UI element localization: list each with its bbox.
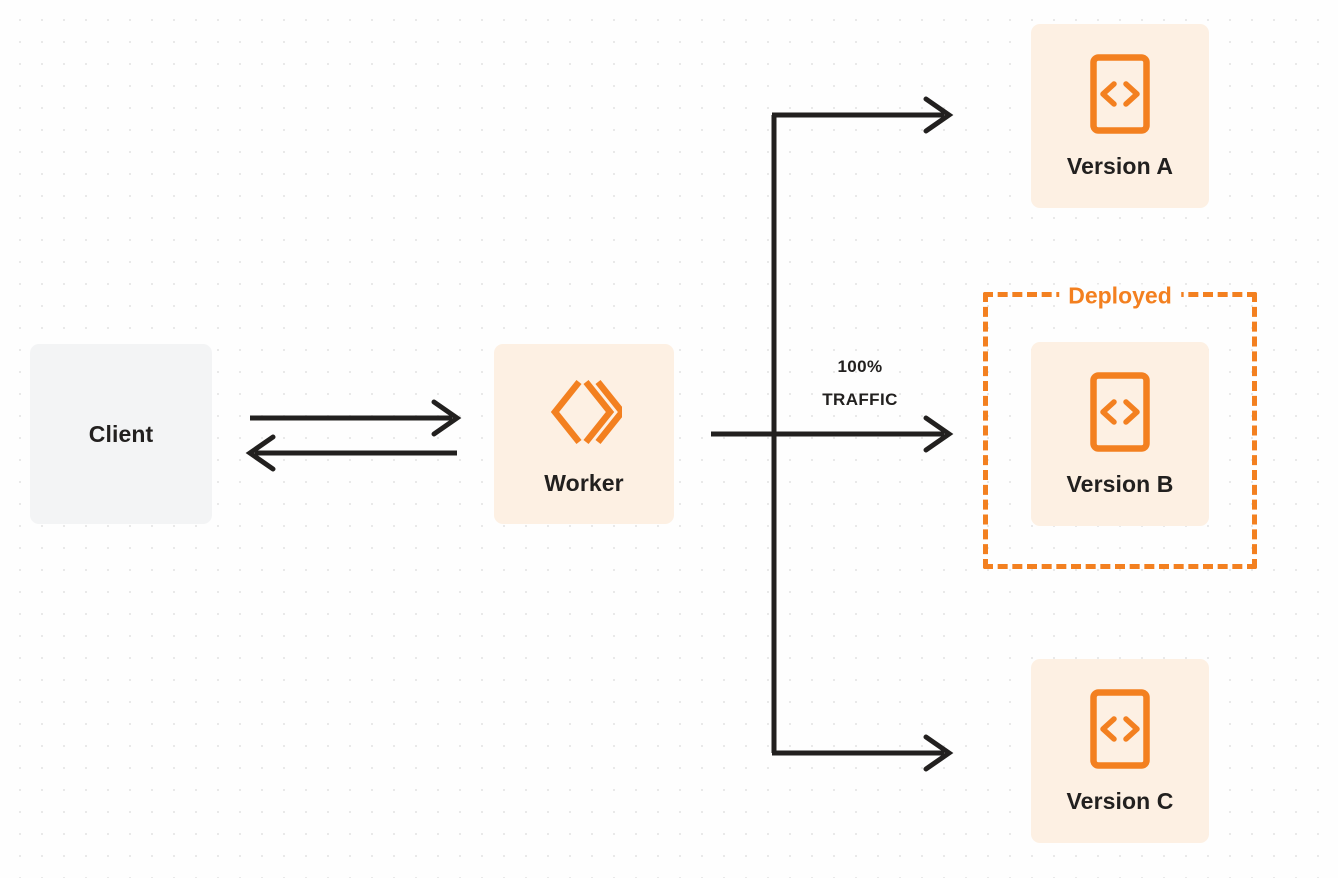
- deployed-frame-label: Deployed: [1059, 284, 1181, 308]
- code-file-icon: [1090, 689, 1150, 774]
- traffic-share-label: 100% TRAFFIC: [790, 350, 930, 416]
- arrow-client-to-worker: [250, 399, 462, 437]
- node-client-label: Client: [88, 420, 154, 447]
- node-version-b-label: Version B: [1066, 471, 1174, 497]
- code-file-icon: [1090, 372, 1150, 457]
- arrow-worker-to-version-b: [711, 415, 954, 453]
- node-worker[interactable]: Worker: [494, 344, 674, 524]
- node-version-c[interactable]: Version C: [1031, 659, 1209, 843]
- code-file-icon: [1090, 54, 1150, 139]
- node-client[interactable]: Client: [30, 344, 212, 524]
- traffic-percent: 100%: [837, 357, 883, 376]
- node-version-c-label: Version C: [1066, 788, 1174, 814]
- arrow-worker-to-client: [245, 434, 457, 472]
- arrow-worker-to-version-a: [772, 96, 954, 134]
- cloudflare-workers-icon: [546, 374, 627, 455]
- node-version-a[interactable]: Version A: [1031, 24, 1209, 208]
- node-version-a-label: Version A: [1066, 153, 1174, 179]
- node-version-b[interactable]: Version B: [1031, 342, 1209, 526]
- deployed-frame: Deployed: [983, 284, 1257, 569]
- traffic-unit: TRAFFIC: [822, 390, 898, 410]
- node-worker-label: Worker: [544, 469, 624, 496]
- arrow-worker-to-version-c: [772, 734, 954, 772]
